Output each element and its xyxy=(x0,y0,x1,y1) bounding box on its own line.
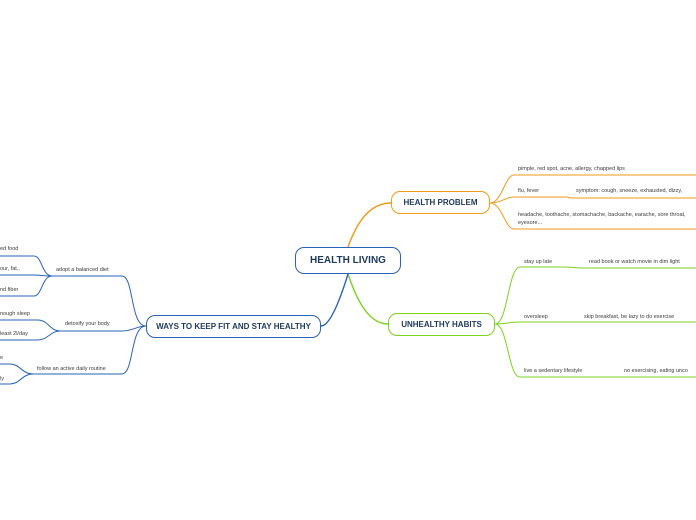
subtopic-aches[interactable]: headache, toothache, stomachache, backac… xyxy=(518,212,686,226)
subtopic-active-routine[interactable]: follow an active daily routine xyxy=(37,366,106,372)
leaf-detox-2[interactable]: least 2l/day xyxy=(0,331,28,337)
topic-ways-to-keep-fit[interactable]: WAYS TO KEEP FIT AND STAY HEALTHY xyxy=(146,315,321,338)
subtopic-sedentary-lifestyle[interactable]: live a sedentary lifestyle xyxy=(524,368,583,374)
subtopic-detoxify[interactable]: detoxify your body xyxy=(65,321,110,327)
subtopic-flu-symptoms[interactable]: symptom: cough, sneeze, exhausted, dizzy… xyxy=(576,188,683,194)
subtopic-sedentary-detail[interactable]: no exercising, eating unco xyxy=(624,368,688,374)
leaf-detox-1[interactable]: nough sleep xyxy=(0,311,30,317)
leaf-diet-2[interactable]: our, fat,. xyxy=(0,266,20,272)
link-central-health-problem xyxy=(347,202,392,248)
subtopic-balanced-diet[interactable]: adopt a balanced diet xyxy=(56,267,109,273)
link-central-ways-fit xyxy=(320,273,349,327)
topic-unhealthy-habits[interactable]: UNHEALTHY HABITS xyxy=(388,313,495,336)
subtopic-flu-fever[interactable]: flu, fever xyxy=(518,188,540,194)
subtopic-stay-up-late[interactable]: stay up late xyxy=(524,259,553,265)
leaf-diet-1[interactable]: ed food xyxy=(0,246,19,252)
central-topic-health-living[interactable]: HEALTH LIVING xyxy=(295,247,401,274)
subtopic-skin-problems[interactable]: pimple, red spot, acne, allergy, chapped… xyxy=(518,166,625,172)
leaf-diet-3[interactable]: nd fiber xyxy=(0,287,19,293)
topic-health-problem[interactable]: HEALTH PROBLEM xyxy=(391,191,490,214)
subtopic-oversleep[interactable]: oversleep xyxy=(524,314,548,320)
subtopic-stay-up-late-detail[interactable]: read book or watch movie in dim light xyxy=(589,259,680,265)
leaf-routine-1[interactable]: e xyxy=(0,355,4,361)
leaf-routine-2[interactable]: ly xyxy=(0,376,4,382)
subtopic-oversleep-detail[interactable]: skip breakfast, be lazy to do exercise xyxy=(584,314,675,320)
link-central-unhealthy-habits xyxy=(347,273,389,325)
